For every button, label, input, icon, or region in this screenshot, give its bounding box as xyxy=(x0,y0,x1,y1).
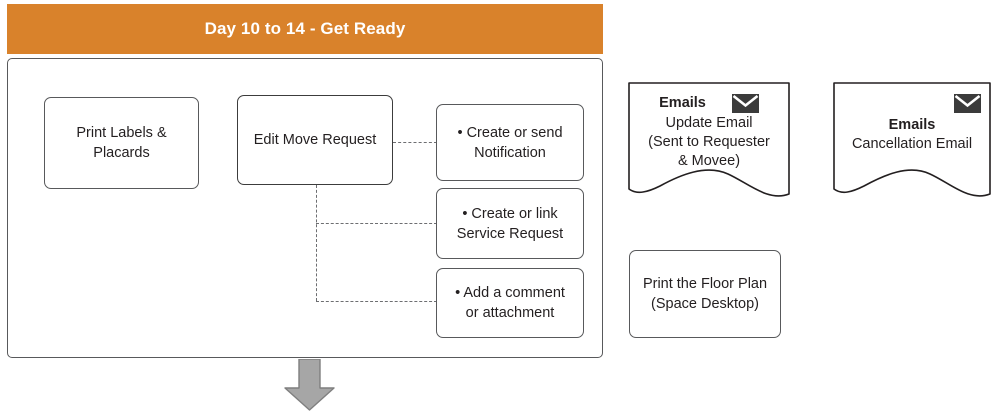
document-wave-shape xyxy=(833,82,991,197)
document-text: Cancellation Email xyxy=(851,136,973,153)
connector-edit-to-notification xyxy=(393,142,437,143)
document-title: Emails xyxy=(888,117,936,133)
node-label: Print Labels & Placards xyxy=(76,125,167,161)
document-body: Emails Update Email (Sent to Requester &… xyxy=(628,82,790,171)
document-icon-row xyxy=(843,94,981,113)
node-label: • Create or link Service Request xyxy=(456,205,564,242)
node-edit-move-request[interactable]: Edit Move Request xyxy=(237,95,393,185)
document-title-row: Emails xyxy=(843,116,981,135)
page-title: Day 10 to 14 - Get Ready xyxy=(204,19,406,38)
document-title: Emails xyxy=(659,95,706,112)
envelope-icon xyxy=(731,94,759,113)
node-print-labels-placards[interactable]: Print Labels & Placards xyxy=(44,97,199,189)
down-arrow-icon xyxy=(283,359,336,411)
phase-banner: Day 10 to 14 - Get Ready xyxy=(7,4,603,54)
connector-edit-trunk xyxy=(316,185,317,301)
node-label: Edit Move Request xyxy=(253,132,377,148)
node-label: Print the Floor Plan (Space Desktop) xyxy=(642,276,768,312)
node-add-comment-or-attachment[interactable]: • Add a comment or attachment xyxy=(436,268,584,338)
document-title-row: Emails xyxy=(638,94,780,113)
envelope-icon xyxy=(954,94,981,113)
node-label: • Create or send Notification xyxy=(457,124,563,161)
document-update-email[interactable]: Emails Update Email (Sent to Requester &… xyxy=(628,82,790,198)
node-label: • Add a comment or attachment xyxy=(455,285,565,321)
document-text: Update Email (Sent to Requester & Movee) xyxy=(648,115,770,169)
node-create-or-link-service-request[interactable]: • Create or link Service Request xyxy=(436,188,584,259)
connector-edit-to-service-request xyxy=(316,223,437,224)
node-create-or-send-notification[interactable]: • Create or send Notification xyxy=(436,104,584,181)
document-body: Emails Cancellation Email xyxy=(833,82,991,154)
connector-edit-to-comment xyxy=(316,301,437,302)
document-cancellation-email[interactable]: Emails Cancellation Email xyxy=(833,82,991,198)
node-print-floor-plan[interactable]: Print the Floor Plan (Space Desktop) xyxy=(629,250,781,338)
